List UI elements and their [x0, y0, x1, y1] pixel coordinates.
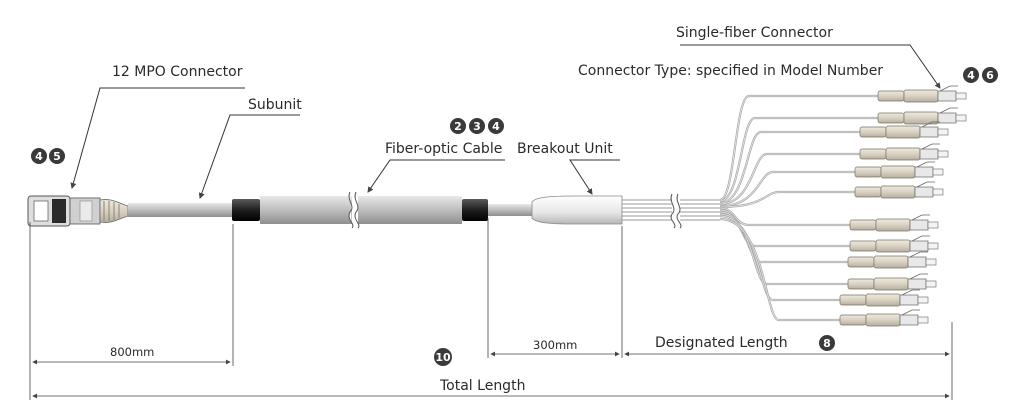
lc-connector: [839, 309, 929, 327]
lc-connector: [849, 235, 939, 253]
fiber-line: [719, 170, 855, 208]
dimension-extension-lines: [29, 218, 953, 400]
mpo-connector-label: 12 MPO Connector: [112, 64, 243, 80]
fiber-optic-cable-a: [260, 196, 352, 224]
cable-boot-right: [462, 199, 488, 221]
breakout-leader: [569, 159, 620, 195]
single-fiber-leader: [680, 44, 941, 89]
breakout-unit-label: Breakout Unit: [517, 141, 613, 157]
mpo-connector: [27, 195, 129, 227]
single-fiber-connector-label: Single-fiber Connector: [676, 25, 833, 41]
fiber-line: [719, 207, 850, 226]
svg-text:4: 4: [35, 150, 43, 163]
fiber-line: [719, 131, 860, 204]
fiber-line: [719, 215, 840, 301]
fiber-line: [719, 206, 850, 227]
total-length-label: Total Length: [439, 378, 525, 394]
svg-text:6: 6: [986, 69, 994, 82]
fiber-line: [719, 217, 840, 322]
cable-break-mark: [348, 191, 354, 229]
subunit-leader: [198, 114, 300, 199]
connector-type-label: Connector Type: specified in Model Numbe…: [578, 63, 883, 79]
svg-text:4: 4: [492, 120, 500, 133]
badges-mpo: 4 5: [31, 148, 65, 164]
lc-connector: [854, 181, 944, 199]
cable-boot-left: [232, 199, 260, 221]
designated-length-label: Designated Length: [655, 335, 788, 351]
fiber-line: [719, 214, 840, 302]
fiber-line: [719, 218, 840, 321]
cable-leader: [367, 159, 505, 193]
fiber-line: [719, 95, 878, 201]
mpo-leader: [70, 87, 245, 189]
single-fiber-connectors: [839, 85, 967, 327]
fiber-optic-cable-label: Fiber-optic Cable: [385, 141, 502, 157]
svg-text:4: 4: [967, 69, 975, 82]
lc-connector: [847, 251, 937, 269]
badges-single-fiber: 4 6: [963, 67, 998, 83]
fiber-line: [719, 117, 878, 202]
lc-connector: [854, 161, 944, 179]
fiber-line: [719, 153, 860, 205]
svg-text:2: 2: [454, 120, 462, 133]
fiber-line: [719, 191, 855, 208]
svg-text:8: 8: [823, 337, 831, 350]
fanout-bundle: [622, 199, 720, 221]
subunit-label: Subunit: [248, 97, 302, 113]
fiber-line: [719, 210, 848, 264]
badges-cable: 2 3 4: [450, 118, 504, 134]
lc-connector: [849, 214, 939, 232]
lc-connector: [877, 85, 967, 103]
fiber-line: [719, 171, 855, 207]
subunit-cable: [128, 203, 232, 217]
lc-connector: [839, 289, 929, 307]
subunit-to-breakout: [488, 204, 532, 216]
lc-connector: [859, 121, 949, 139]
breakout-unit: [531, 195, 623, 225]
badge-total-length: 10: [434, 348, 452, 366]
dim-800-label: 800mm: [110, 345, 154, 359]
lc-connector: [847, 273, 937, 291]
fiber-routes: [719, 94, 878, 322]
fiber-optic-cable-b: [358, 196, 462, 224]
fiber-line: [719, 116, 878, 203]
lc-connector: [877, 107, 967, 125]
fiber-line: [719, 94, 878, 202]
dim-300-label: 300mm: [533, 338, 577, 352]
lc-connector: [859, 143, 949, 161]
svg-text:5: 5: [53, 150, 61, 163]
svg-text:10: 10: [435, 351, 451, 364]
fiber-line: [719, 211, 848, 263]
badge-designated-length: 8: [819, 335, 835, 351]
svg-text:3: 3: [473, 120, 481, 133]
